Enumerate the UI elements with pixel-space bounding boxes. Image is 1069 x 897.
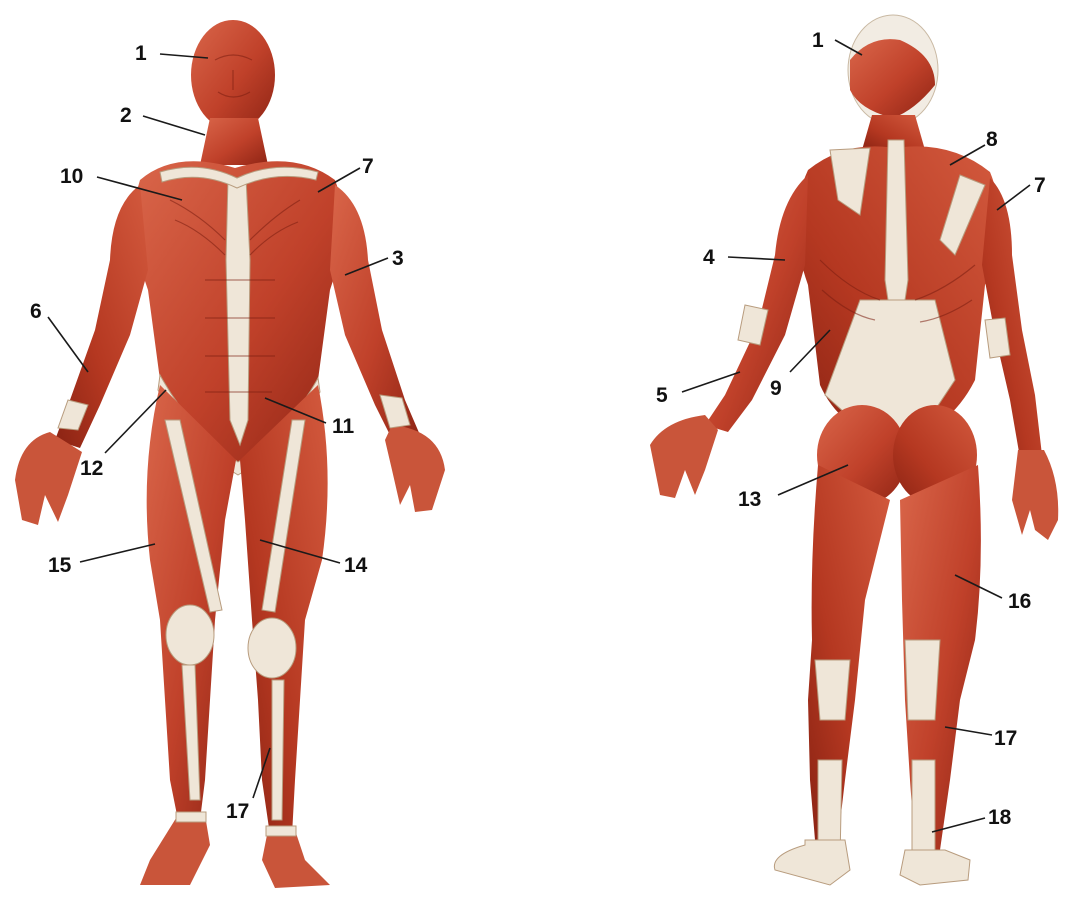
label-front-17: 17 [226, 800, 249, 823]
label-back-8: 8 [986, 128, 998, 151]
label-front-2: 2 [120, 104, 132, 127]
back-right-arm [705, 175, 808, 432]
back-knee-l [905, 640, 940, 720]
front-right-foot [140, 815, 210, 885]
front-linea-alba [226, 178, 250, 445]
label-back-7: 7 [1034, 174, 1046, 197]
label-front-3: 3 [392, 247, 404, 270]
label-front-7: 7 [362, 155, 374, 178]
label-back-5: 5 [656, 384, 668, 407]
front-left-knee [248, 618, 296, 678]
back-left-arm [982, 178, 1042, 458]
front-shin-l [272, 680, 284, 820]
label-back-13: 13 [738, 488, 761, 511]
label-back-9: 9 [770, 377, 782, 400]
back-achilles-l [912, 760, 935, 860]
front-right-knee [166, 605, 214, 665]
front-right-hand [15, 432, 82, 525]
anterior-figure [15, 20, 445, 888]
back-left-foot [900, 850, 970, 885]
front-left-leg [240, 385, 328, 835]
label-back-17: 17 [994, 727, 1017, 750]
back-left-hand [1012, 450, 1058, 540]
label-back-16: 16 [1008, 590, 1031, 613]
label-back-4: 4 [703, 246, 715, 269]
label-front-10: 10 [60, 165, 83, 188]
back-knee-r [815, 660, 850, 720]
back-forearm-tendon-l [985, 318, 1010, 358]
label-back-1: 1 [812, 29, 824, 52]
back-spine [885, 140, 908, 300]
front-left-arm [330, 185, 420, 445]
front-ankle-r [176, 812, 206, 822]
label-front-1: 1 [135, 42, 147, 65]
label-front-12: 12 [80, 457, 103, 480]
front-neck [200, 118, 268, 165]
back-right-foot [774, 840, 850, 885]
front-ankle-l [266, 826, 296, 836]
back-right-hand [650, 415, 718, 498]
label-front-6: 6 [30, 300, 42, 323]
label-back-18: 18 [988, 806, 1012, 829]
label-front-14: 14 [344, 554, 368, 577]
label-front-11: 11 [332, 415, 355, 438]
label-front-15: 15 [48, 554, 72, 577]
front-left-hand [385, 425, 445, 512]
front-left-foot [262, 830, 330, 888]
